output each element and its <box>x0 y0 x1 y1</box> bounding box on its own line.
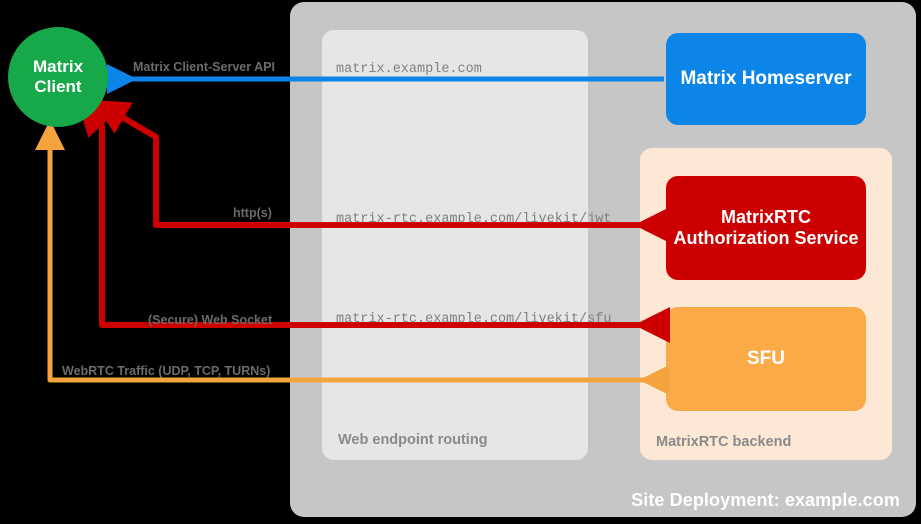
matrix-client-label: Matrix Client <box>33 57 83 98</box>
sfu-node: SFU <box>666 307 866 411</box>
connection-label-https: http(s) <box>233 206 272 220</box>
matrix-client-label-line1: Matrix <box>32 56 84 76</box>
matrixrtc-authorization-service-node: MatrixRTC Authorization Service <box>666 176 866 280</box>
web-endpoint-routing-panel: matrix.example.com matrix-rtc.example.co… <box>322 30 611 460</box>
matrix-homeserver-node: Matrix Homeserver <box>666 33 866 125</box>
connection-label-matrix-client-server-api: Matrix Client-Server API <box>133 60 275 74</box>
web-endpoint-routing-label: Web endpoint routing <box>338 432 488 448</box>
site-deployment-label: Site Deployment: example.com <box>631 490 900 510</box>
matrixrtc-authorization-service-label: MatrixRTC Authorization Service <box>673 206 859 248</box>
matrix-client-label-line2: Client <box>34 77 82 96</box>
endpoint-url-jwt: matrix-rtc.example.com/livekit/jwt <box>336 212 612 227</box>
matrixrtc-backend-label: MatrixRTC backend <box>656 434 792 450</box>
endpoint-url-homeserver: matrix.example.com <box>336 62 482 77</box>
connection-label-webrtc-traffic: WebRTC Traffic (UDP, TCP, TURNs) <box>62 364 271 378</box>
endpoint-url-sfu: matrix-rtc.example.com/livekit/sfu <box>336 312 612 327</box>
connection-label-secure-web-socket: (Secure) Web Socket <box>148 313 273 327</box>
matrix-client-node: Matrix Client <box>8 27 108 127</box>
